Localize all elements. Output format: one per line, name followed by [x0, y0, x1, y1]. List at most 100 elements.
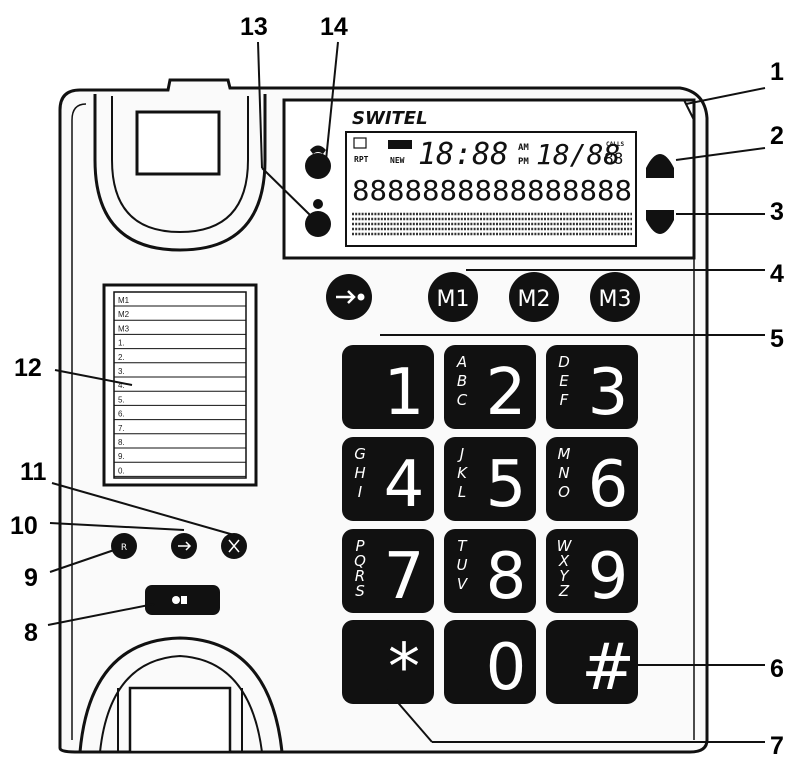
key-letter: S — [355, 582, 365, 600]
key-digit: 6 — [588, 448, 629, 522]
lcd-screen — [345, 131, 637, 247]
key-letter: N — [558, 464, 569, 482]
callout-11: 11 — [20, 458, 47, 486]
callout-2: 2 — [770, 122, 784, 150]
key-letter: W — [557, 537, 573, 555]
key-letter: M — [558, 445, 571, 463]
store-dot-icon — [357, 293, 365, 301]
key-digit: * — [388, 631, 420, 705]
lcd-time: 18:88 — [418, 137, 508, 172]
key-letter: P — [355, 537, 365, 555]
memory-button-label: M3 — [599, 287, 632, 312]
key-0[interactable] — [444, 620, 536, 704]
key-5[interactable] — [444, 437, 536, 521]
key-letter: V — [457, 575, 469, 593]
lcd-date: 18/88 — [536, 138, 620, 171]
key-letter: I — [358, 483, 363, 501]
side-buttons — [305, 145, 331, 237]
callout-1: 1 — [770, 58, 784, 86]
key-star[interactable] — [342, 620, 434, 704]
key-digit: 9 — [588, 540, 629, 614]
key-letter: F — [560, 391, 569, 409]
key-digit: 2 — [486, 356, 527, 430]
envelope-icon — [353, 137, 367, 149]
key-letter: J — [457, 445, 464, 463]
key-9[interactable] — [546, 529, 638, 613]
memory-card-line: 2. — [118, 353, 125, 362]
lcd-digits-row: 8888888888888888 — [352, 174, 632, 207]
key-8[interactable] — [444, 529, 536, 613]
key-digit: # — [581, 631, 635, 705]
hook-switch[interactable] — [135, 110, 221, 176]
key-digit: 1 — [384, 356, 425, 430]
key-digit: 0 — [486, 631, 527, 705]
key-letter: Q — [354, 552, 366, 570]
key-3[interactable] — [546, 345, 638, 429]
callout-7: 7 — [770, 732, 784, 760]
memory-button-m1[interactable] — [428, 272, 478, 322]
key-digit: 3 — [588, 356, 629, 430]
memory-card-line: M3 — [118, 324, 130, 333]
key-letter: C — [457, 391, 468, 409]
lcd-pm: PM — [518, 157, 529, 167]
lcd-dot-matrix — [352, 212, 632, 236]
lcd-rpt: RPT — [354, 155, 369, 164]
key-letter: K — [457, 464, 468, 482]
key-hash[interactable] — [546, 620, 638, 704]
key-digit: 4 — [384, 448, 425, 522]
memory-card-line: 1. — [118, 339, 125, 348]
store-arrow-icon — [336, 290, 356, 304]
memory-button-label: M1 — [437, 287, 470, 312]
key-letter: H — [354, 464, 365, 482]
redial-button[interactable] — [305, 153, 331, 179]
memory-card-line: 9. — [118, 452, 125, 461]
key-letter: L — [458, 483, 466, 501]
memory-card-line: 3. — [118, 367, 125, 376]
memory-button-m3[interactable] — [590, 272, 640, 322]
key-digit: 7 — [384, 540, 425, 614]
key-letter: X — [558, 552, 570, 570]
key-letter: U — [457, 556, 468, 574]
lcd-new: NEW — [390, 156, 405, 165]
key-4[interactable] — [342, 437, 434, 521]
key-digit: 8 — [486, 540, 527, 614]
key-2[interactable] — [444, 345, 536, 429]
scroll-up-button[interactable] — [646, 154, 674, 178]
brand-logo: SWITEL — [352, 108, 428, 129]
mute-icon — [228, 539, 240, 553]
memory-card-line: 5. — [118, 395, 125, 404]
key-letter: Z — [558, 582, 570, 600]
display-corner — [683, 99, 695, 121]
recall-button[interactable] — [111, 533, 137, 559]
key-letter: A — [456, 353, 467, 371]
memory-button-m2[interactable] — [509, 272, 559, 322]
arrow-icon — [178, 541, 192, 551]
small-buttons: R — [111, 533, 247, 615]
handset-cradle-top — [93, 94, 267, 252]
delete-button[interactable] — [305, 211, 331, 237]
key-1[interactable] — [342, 345, 434, 429]
callout-10: 10 — [10, 512, 38, 540]
callout-6: 6 — [770, 655, 784, 683]
key-letter: Y — [559, 567, 570, 585]
key-7[interactable] — [342, 529, 434, 613]
lcd-calls-count: 88 — [604, 149, 623, 168]
memory-card-line: 0. — [118, 466, 125, 475]
key-6[interactable] — [546, 437, 638, 521]
scroll-down-button[interactable] — [646, 210, 674, 234]
key-digit: 5 — [486, 448, 527, 522]
callout-lines — [47, 41, 766, 743]
callout-8: 8 — [24, 619, 38, 647]
key-letter: T — [457, 537, 468, 555]
memory-card-line: 7. — [118, 424, 125, 433]
volume-icon-bar — [181, 596, 187, 604]
callout-4: 4 — [770, 260, 784, 288]
callout-5: 5 — [770, 325, 784, 353]
memory-card-line: 6. — [118, 410, 125, 419]
handset-icon — [310, 145, 326, 154]
